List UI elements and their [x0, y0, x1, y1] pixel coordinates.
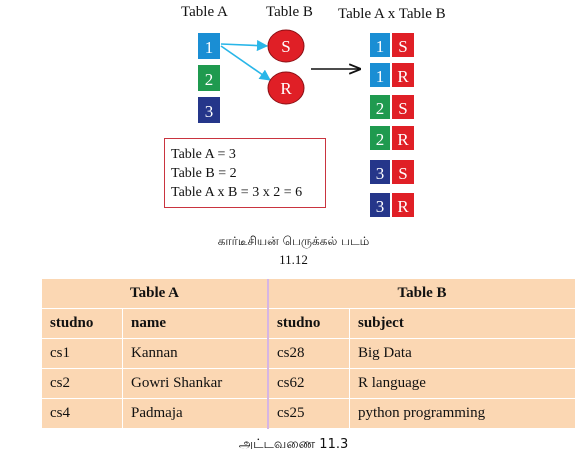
- product-row-1-a: 1: [376, 37, 385, 56]
- table-b-circle-r-text: R: [280, 79, 292, 98]
- cell-subject: R language: [349, 368, 575, 399]
- cell-name: Padmaja: [122, 398, 269, 429]
- product-row-3-a: 2: [376, 99, 385, 118]
- table-b-label: Table B: [266, 4, 313, 20]
- cardinality-note: Table A = 3 Table B = 2 Table A x B = 3 …: [164, 138, 326, 208]
- cell-studno-b: cs28: [268, 338, 350, 369]
- table-b-circle-s-text: S: [281, 37, 290, 56]
- table-a-cell-1-text: 1: [205, 38, 214, 57]
- figure-caption-number: 11.12: [279, 252, 308, 267]
- group-header-table-b: Table B: [268, 279, 575, 309]
- product-row-5: 3 S: [370, 160, 414, 184]
- table-row: cs2 Gowri Shankar cs62 R language: [42, 368, 575, 399]
- arrow-1-to-s: [220, 39, 269, 52]
- table-a-label: Table A: [181, 4, 228, 20]
- product-row-6-a: 3: [376, 197, 385, 216]
- product-row-6: 3 R: [370, 193, 414, 217]
- table-caption: அட்டவணை 11.3: [238, 437, 349, 452]
- product-row-5-a: 3: [376, 164, 385, 183]
- product-row-3-b: S: [398, 99, 407, 118]
- table-a-cell-3-text: 3: [205, 102, 214, 121]
- note-line-1: Table A = 3: [171, 147, 236, 162]
- product-row-2-b: R: [397, 67, 409, 86]
- table-row: cs4 Padmaja cs25 python programming: [42, 398, 575, 429]
- product-row-3: 2 S: [370, 95, 414, 119]
- cartesian-product-diagram: 1 2 3 S R 1 S 1 R 2 S 2: [198, 29, 414, 217]
- col-header-studno-b: studno: [268, 308, 350, 339]
- table-column-header-row: studno name studno subject: [42, 308, 575, 339]
- product-label: Table A x Table B: [338, 6, 446, 22]
- product-row-1-b: S: [398, 37, 407, 56]
- product-row-4-a: 2: [376, 130, 385, 149]
- cell-studno-b: cs62: [268, 368, 350, 399]
- figure-caption-tamil: கார்டீசியன் பெருக்கல் படம்: [217, 234, 370, 248]
- product-row-1: 1 S: [370, 33, 414, 57]
- note-line-2: Table B = 2: [171, 166, 237, 181]
- product-row-4-b: R: [397, 130, 409, 149]
- product-row-6-b: R: [397, 197, 409, 216]
- table-group-header-row: Table A Table B: [42, 279, 575, 309]
- cell-studno-b: cs25: [268, 398, 350, 429]
- table-row: cs1 Kannan cs28 Big Data: [42, 338, 575, 369]
- group-header-table-a: Table A: [42, 279, 269, 309]
- cell-subject: python programming: [349, 398, 575, 429]
- table-a-cell-1: 1: [198, 33, 220, 59]
- col-header-studno-a: studno: [42, 308, 123, 339]
- table-b-circle-r: R: [267, 71, 305, 105]
- cell-name: Kannan: [122, 338, 269, 369]
- product-row-4: 2 R: [370, 126, 414, 150]
- col-header-name: name: [122, 308, 269, 339]
- cell-subject: Big Data: [349, 338, 575, 369]
- cell-studno-a: cs1: [42, 338, 123, 369]
- col-header-subject: subject: [349, 308, 575, 339]
- arrow-1-to-r: [220, 45, 271, 81]
- product-row-5-b: S: [398, 164, 407, 183]
- student-subject-table: Table A Table B studno name studno subje…: [42, 279, 575, 429]
- cell-name: Gowri Shankar: [122, 368, 269, 399]
- cell-studno-a: cs2: [42, 368, 123, 399]
- table-a-cell-2-text: 2: [205, 70, 214, 89]
- cell-studno-a: cs4: [42, 398, 123, 429]
- note-line-3: Table A x B = 3 x 2 = 6: [171, 185, 303, 200]
- product-row-2-a: 1: [376, 67, 385, 86]
- product-row-2: 1 R: [370, 63, 414, 87]
- table-b-circle-s: S: [267, 29, 305, 63]
- table-a-cell-2: 2: [198, 65, 220, 91]
- table-a-cell-3: 3: [198, 97, 220, 123]
